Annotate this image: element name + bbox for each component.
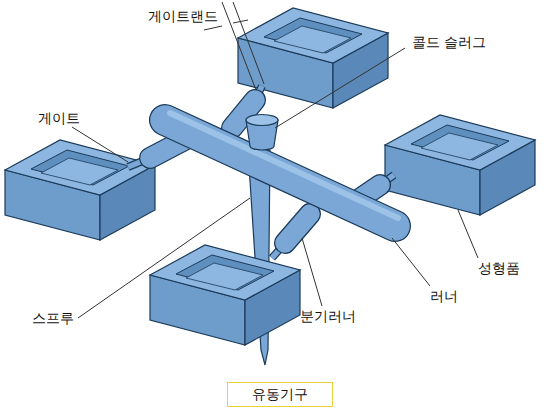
molded-part bbox=[150, 245, 300, 345]
part-label: 게이트 bbox=[38, 110, 80, 127]
molded-part bbox=[5, 140, 155, 240]
part-label: 콜드 슬러그 bbox=[412, 34, 486, 51]
caption-box: 유동기구 bbox=[227, 382, 333, 407]
part-label: 성형품 bbox=[478, 260, 520, 277]
runner bbox=[165, 120, 395, 226]
molded-part bbox=[385, 115, 535, 215]
part-label: 분기러너 bbox=[300, 308, 356, 325]
part-label: 스프루 bbox=[32, 310, 74, 327]
part-label: 게이트랜드 bbox=[148, 8, 218, 25]
part-label: 러너 bbox=[430, 288, 458, 305]
